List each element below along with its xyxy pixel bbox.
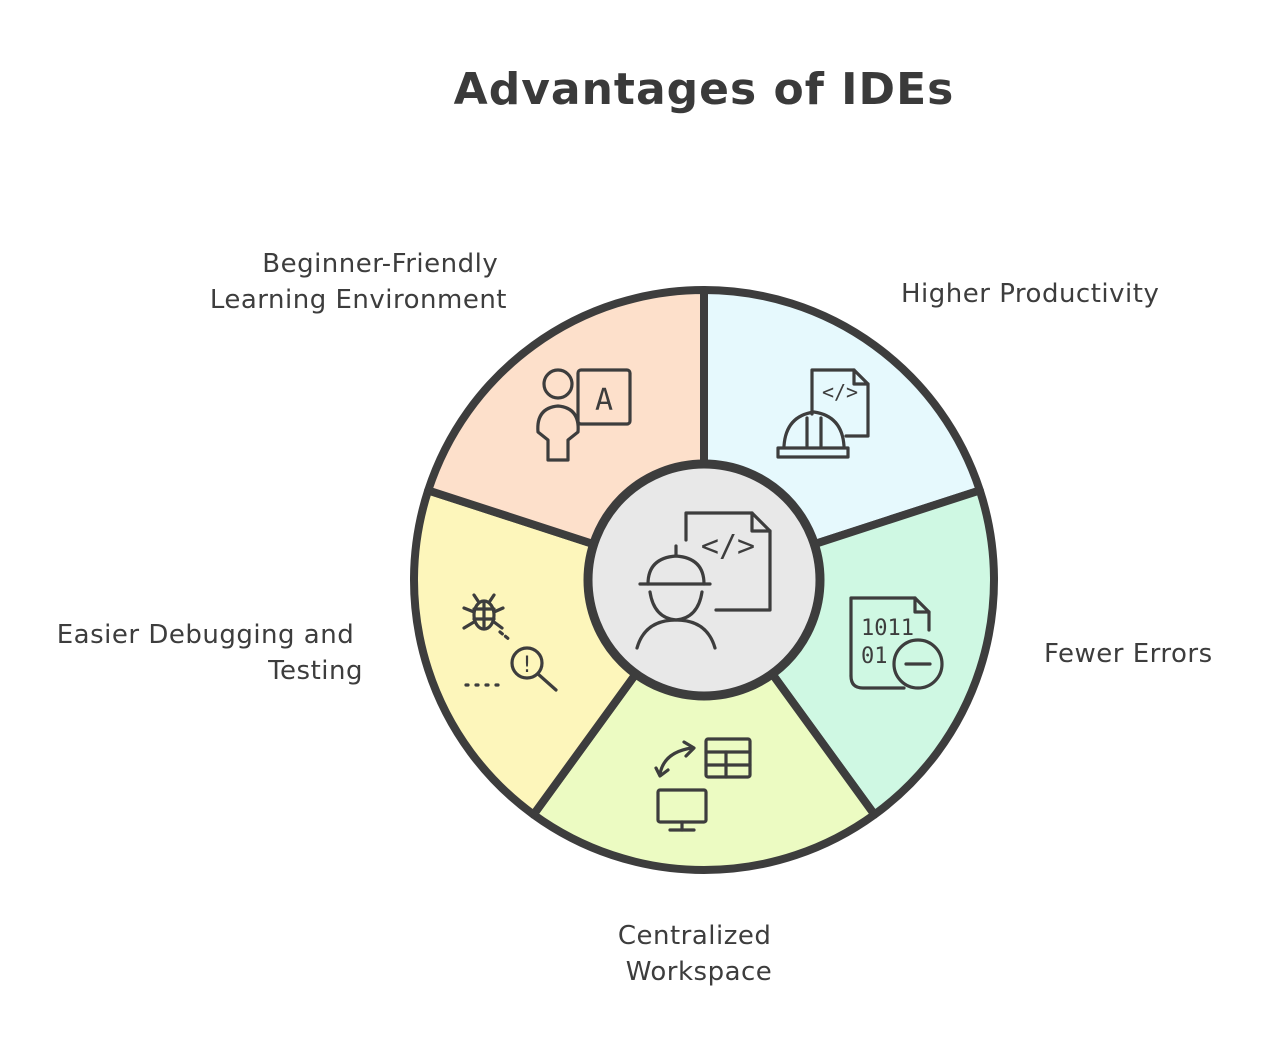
label-higher-productivity: Higher Productivity [901, 279, 1159, 309]
label-fewer-errors: Fewer Errors [1044, 639, 1213, 669]
binary-minus-icon: 1011 01 [849, 596, 944, 690]
label-easier-debugging: Easier Debugging and Testing [57, 620, 363, 686]
bug-search-icon: ! [462, 593, 558, 692]
board-letter: A [595, 383, 613, 418]
label-centralized-workspace-line-2: Workspace [626, 957, 773, 987]
label-beginner-friendly-line-2: Learning Environment [210, 285, 507, 315]
productivity-code-symbol: </> [822, 380, 858, 404]
monitor-table-sync-icon [654, 737, 752, 832]
label-centralized-workspace: Centralized Workspace [618, 921, 780, 987]
label-centralized-workspace-line-1: Centralized [618, 921, 772, 951]
code-document-hardhat-icon: </> [776, 368, 870, 459]
binary-top-digits: 1011 [861, 616, 914, 641]
diagram-title: Advantages of IDEs [454, 64, 955, 115]
label-beginner-friendly: Beginner-Friendly Learning Environment [210, 249, 507, 315]
binary-bottom-digits: 01 [861, 644, 888, 669]
center-code-symbol: </> [701, 529, 755, 564]
label-beginner-friendly-line-1: Beginner-Friendly [262, 249, 498, 279]
label-fewer-errors-line-1: Fewer Errors [1044, 639, 1213, 669]
label-higher-productivity-line-1: Higher Productivity [901, 279, 1159, 309]
segment-labels: Higher Productivity Fewer Errors Central… [57, 249, 1213, 987]
developer-hardhat-code-icon: </> [635, 511, 772, 650]
person-letter-board-icon: A [536, 368, 632, 462]
label-easier-debugging-line-2: Testing [267, 656, 363, 686]
debug-exclamation: ! [520, 653, 533, 678]
label-easier-debugging-line-1: Easier Debugging and [57, 620, 354, 650]
